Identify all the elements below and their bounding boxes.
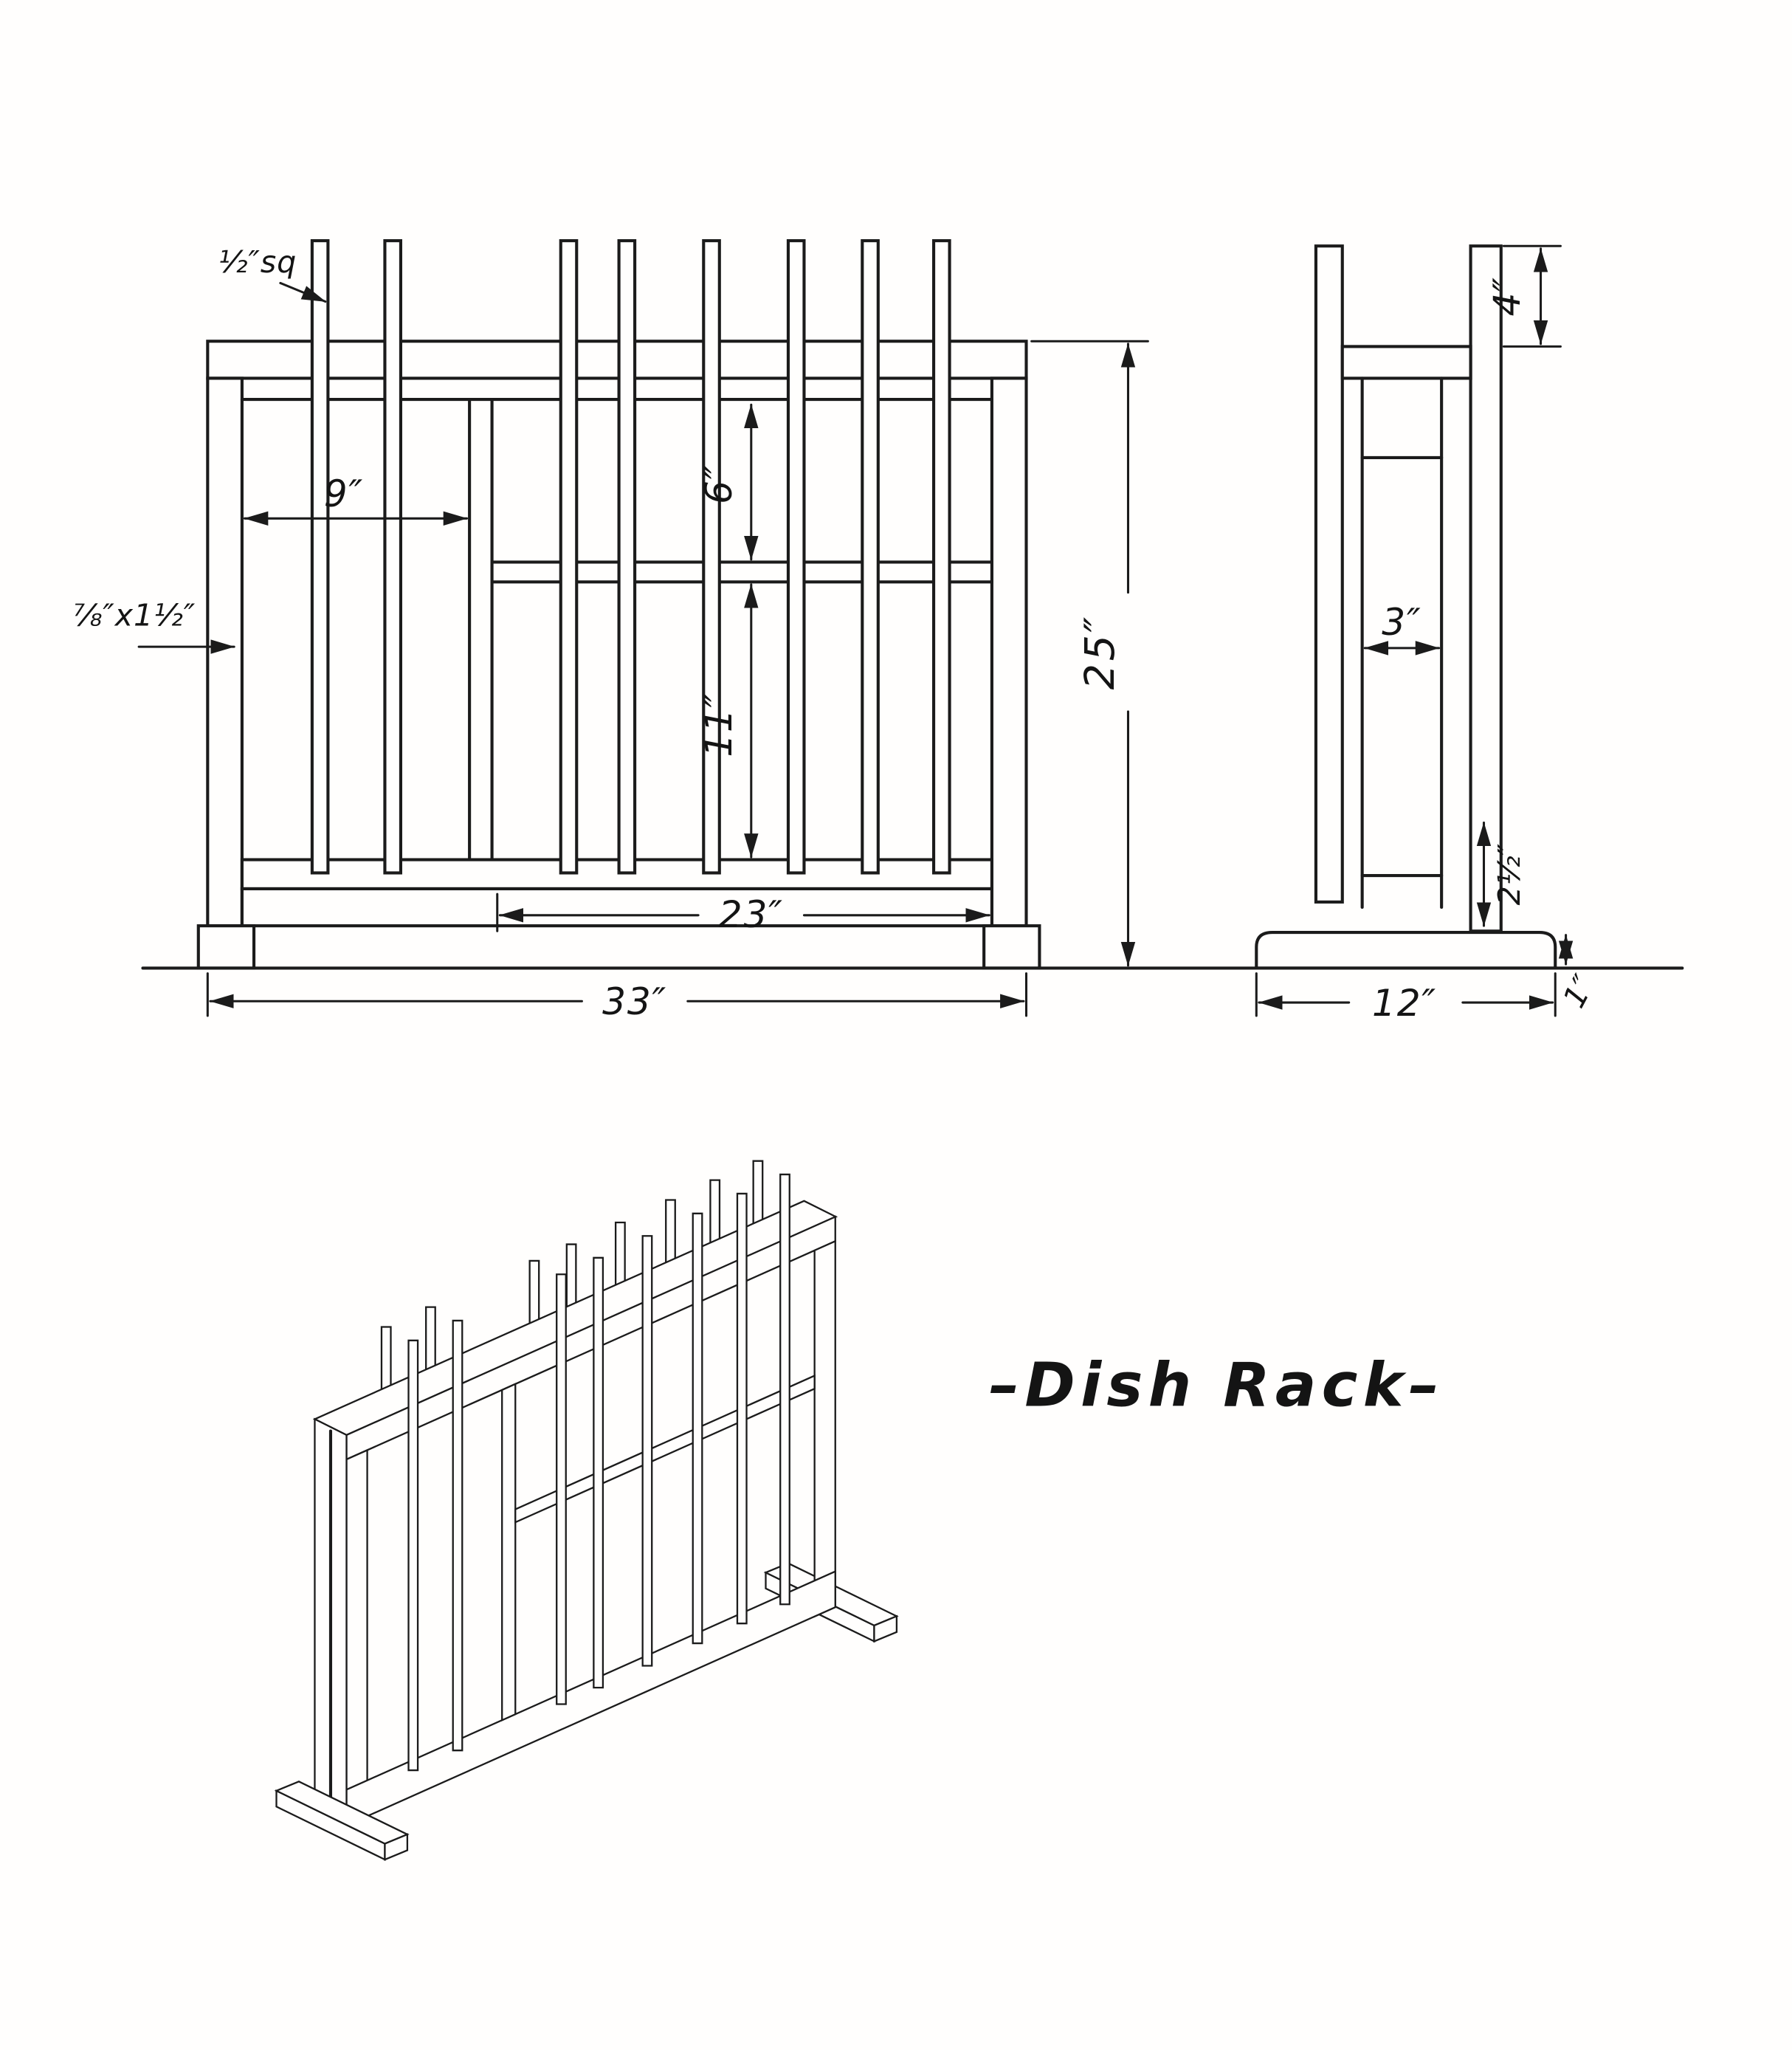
isometric-view (277, 1161, 897, 1860)
side-base-foot (1255, 931, 1557, 970)
pin (559, 239, 579, 875)
dim-pin-square: ½″sq (218, 244, 297, 280)
front-divider (468, 398, 494, 891)
pin (861, 239, 880, 875)
pin (932, 239, 951, 875)
iso-top-face (314, 1201, 835, 1435)
pin-front (409, 1341, 418, 1770)
dim-left-bay: 9″ (324, 472, 364, 515)
pin-front (453, 1321, 463, 1750)
pin (310, 239, 330, 875)
dim-base-thickness: 1″ (1556, 969, 1602, 1014)
dim-base-width: 12″ (1372, 981, 1437, 1025)
front-bottom-board (240, 887, 993, 928)
dim-base-height: 2½″ (1492, 843, 1527, 905)
leader-pin-square (279, 281, 327, 303)
front-right-stile (990, 376, 1028, 928)
front-top-rail (206, 340, 1028, 380)
front-view (196, 239, 1041, 970)
drawing-title: –Dish Rack– (989, 1349, 1444, 1420)
dim-frame-section: ⅞″x1½″ (73, 597, 196, 633)
side-back-post (1469, 244, 1503, 933)
side-top-rail (1340, 345, 1472, 380)
pin-front (693, 1214, 703, 1643)
pin-front (737, 1194, 747, 1623)
dim-inner-depth: 3″ (1382, 600, 1421, 644)
front-left-foot (196, 924, 256, 970)
pin (702, 239, 721, 875)
side-front-post (1314, 244, 1344, 904)
dim-pin-height: 4″ (1485, 276, 1529, 316)
front-left-stile (206, 376, 244, 928)
dim-upper-space: 6″ (697, 464, 740, 504)
dim-overall-height: 25″ (1076, 614, 1124, 689)
pin (786, 239, 806, 875)
dim-overall-width: 33″ (602, 980, 667, 1023)
pin-front (780, 1174, 790, 1604)
dimensions: 9″ 6″ 11″ 23″ 33″ 25″ ½″sq ⅞″x1½″ 4″ 3″ (73, 244, 1603, 1025)
pin (617, 239, 637, 875)
pin-front (643, 1236, 652, 1665)
pin-front (593, 1258, 603, 1688)
dim-lower-space: 11″ (697, 692, 740, 757)
side-view (1255, 244, 1557, 970)
dim-clear-width: 23″ (719, 892, 784, 936)
pin-front (556, 1274, 566, 1704)
front-right-foot (982, 924, 1041, 970)
pin (383, 239, 403, 875)
